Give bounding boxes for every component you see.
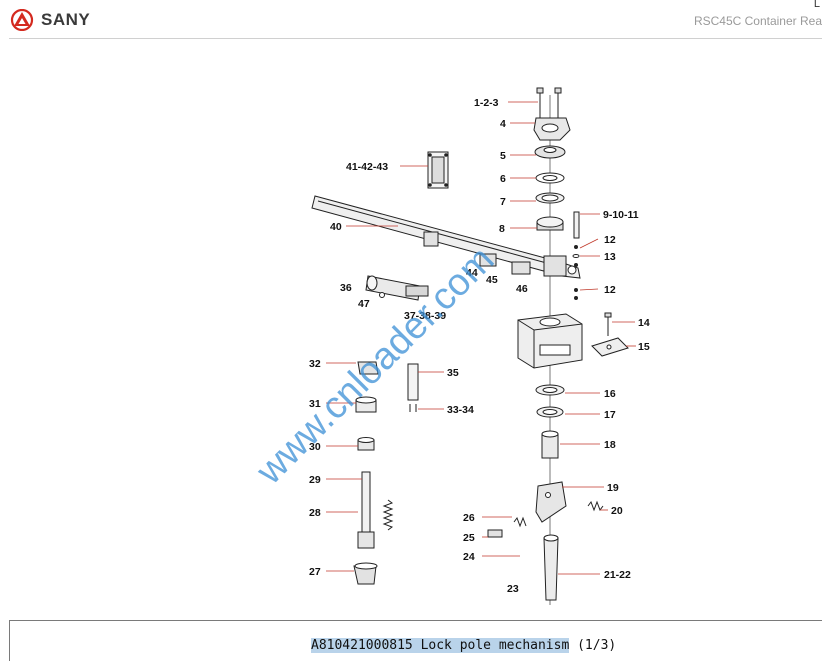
callout-24: 24	[463, 551, 475, 563]
callout-20: 20	[611, 505, 623, 517]
callout-40: 40	[330, 221, 342, 233]
watermark: www.cnloader.com	[248, 239, 502, 493]
header-divider	[9, 38, 822, 39]
callout-46: 46	[516, 283, 528, 295]
callout-31: 31	[309, 398, 321, 410]
brand-logo: SANY	[9, 9, 90, 31]
callout-26: 26	[463, 512, 475, 524]
page-indicator: (1/3)	[577, 638, 617, 653]
callout-28: 28	[309, 507, 321, 519]
callout-5: 5	[500, 150, 506, 162]
callout-32: 32	[309, 358, 321, 370]
callout-12b: 12	[604, 284, 616, 296]
callout-6: 6	[500, 173, 506, 185]
callout-33-34: 33-34	[447, 404, 474, 416]
callout-21-22: 21-22	[604, 569, 631, 581]
callout-30: 30	[309, 441, 321, 453]
drawing-title: A810421000815 Lock pole mechanism (1/3)	[311, 638, 616, 653]
callout-35: 35	[447, 367, 459, 379]
callout-13: 13	[604, 251, 616, 263]
callout-36: 36	[340, 282, 352, 294]
callout-45: 45	[486, 274, 498, 286]
sany-logo-icon	[10, 9, 34, 31]
callout-15: 15	[638, 341, 650, 353]
callout-23: 23	[507, 583, 519, 595]
callout-8: 8	[499, 223, 505, 235]
callout-19: 19	[607, 482, 619, 494]
part-code-and-name: A810421000815 Lock pole mechanism	[311, 638, 570, 653]
callout-18: 18	[604, 439, 616, 451]
title-block	[9, 620, 822, 661]
callout-41-42-43: 41-42-43	[346, 161, 388, 173]
callout-1-2-3: 1-2-3	[474, 97, 499, 109]
callout-44: 44	[466, 267, 478, 279]
callout-7: 7	[500, 196, 506, 208]
callout-29: 29	[309, 474, 321, 486]
callout-47: 47	[358, 298, 370, 310]
callout-14: 14	[638, 317, 650, 329]
callout-9-10-11: 9-10-11	[603, 209, 639, 221]
callout-4: 4	[500, 118, 506, 130]
corner-mark: L	[813, 0, 820, 10]
callout-25: 25	[463, 532, 475, 544]
callout-27: 27	[309, 566, 321, 578]
callout-16: 16	[604, 388, 616, 400]
callout-17: 17	[604, 409, 616, 421]
document-title: RSC45C Container Rea	[693, 14, 822, 28]
exploded-parts-diagram: 1-2-3 4 5 6 7 8 9-10-11 12 13 12 14 15 1…	[248, 87, 650, 605]
callout-12a: 12	[604, 234, 616, 246]
callout-37-38-39: 37-38-39	[404, 310, 446, 322]
brand-name: SANY	[41, 10, 91, 29]
